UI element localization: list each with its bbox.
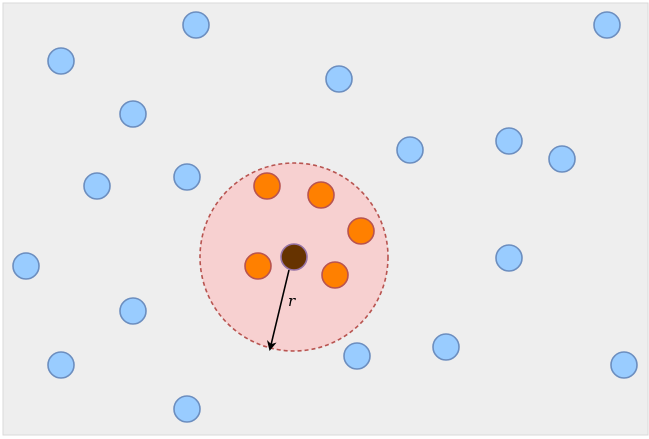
- neighbor-point: [244, 252, 272, 280]
- point: [396, 136, 424, 164]
- point: [47, 351, 75, 379]
- point: [182, 11, 210, 39]
- point: [432, 333, 460, 361]
- center-point: [280, 243, 308, 271]
- radius-label: r: [288, 292, 296, 310]
- point: [610, 351, 638, 379]
- radius-arrow: [267, 269, 290, 351]
- neighbor-point: [307, 181, 335, 209]
- point: [173, 395, 201, 423]
- point: [119, 297, 147, 325]
- neighbors-layer: [244, 172, 375, 289]
- point: [495, 244, 523, 272]
- point: [325, 65, 353, 93]
- point: [548, 145, 576, 173]
- points-layer: [12, 11, 638, 423]
- neighbor-point: [321, 261, 349, 289]
- point: [119, 100, 147, 128]
- point: [593, 11, 621, 39]
- point: [12, 252, 40, 280]
- point: [495, 127, 523, 155]
- point: [83, 172, 111, 200]
- point: [343, 342, 371, 370]
- neighbor-point: [253, 172, 281, 200]
- neighbor-point: [347, 217, 375, 245]
- point: [173, 163, 201, 191]
- point: [47, 47, 75, 75]
